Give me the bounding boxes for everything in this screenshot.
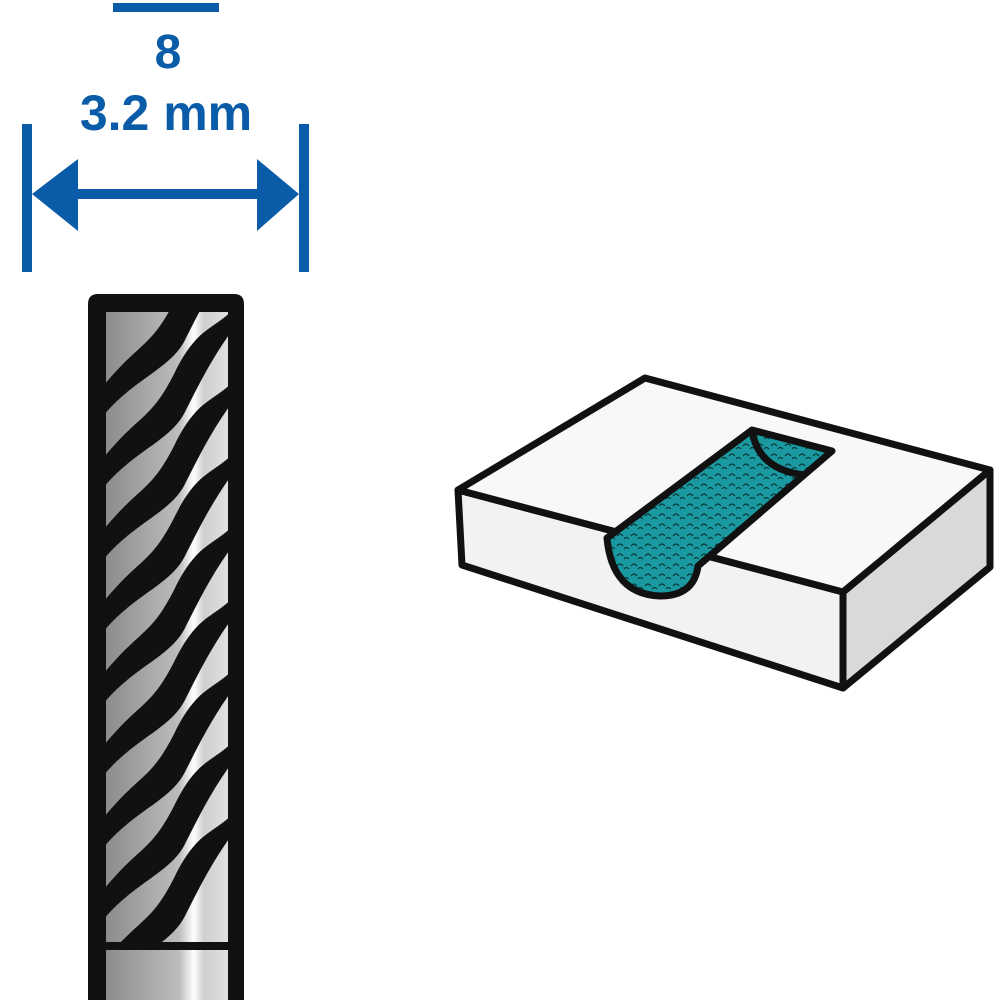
flute-groove	[106, 530, 228, 701]
diameter-label: 3.2 mm	[80, 85, 252, 141]
bit-shank	[106, 950, 228, 1000]
groove-end-curve	[748, 429, 806, 479]
flute-groove	[106, 458, 228, 629]
workpiece-block	[454, 374, 994, 692]
size-number: 8	[155, 26, 182, 79]
dimension-line	[70, 189, 260, 199]
flute-groove	[118, 818, 228, 945]
carbide-cutter-bit	[88, 294, 244, 1000]
size-bar	[113, 3, 219, 12]
flute-grooves	[106, 312, 228, 945]
right-arrow-icon	[257, 159, 299, 231]
dimension-marker: 8 3.2 mm	[22, 3, 309, 272]
shank-divider	[106, 942, 228, 950]
flute-groove	[106, 314, 228, 485]
flute-groove	[106, 386, 228, 557]
flute-groove	[106, 312, 200, 413]
flute-groove	[106, 674, 228, 845]
right-extension-line	[299, 124, 309, 272]
left-extension-line	[22, 124, 32, 272]
flute-groove	[106, 602, 228, 773]
flute-groove	[106, 746, 228, 917]
left-arrow-icon	[32, 159, 78, 231]
routed-groove	[603, 426, 836, 600]
